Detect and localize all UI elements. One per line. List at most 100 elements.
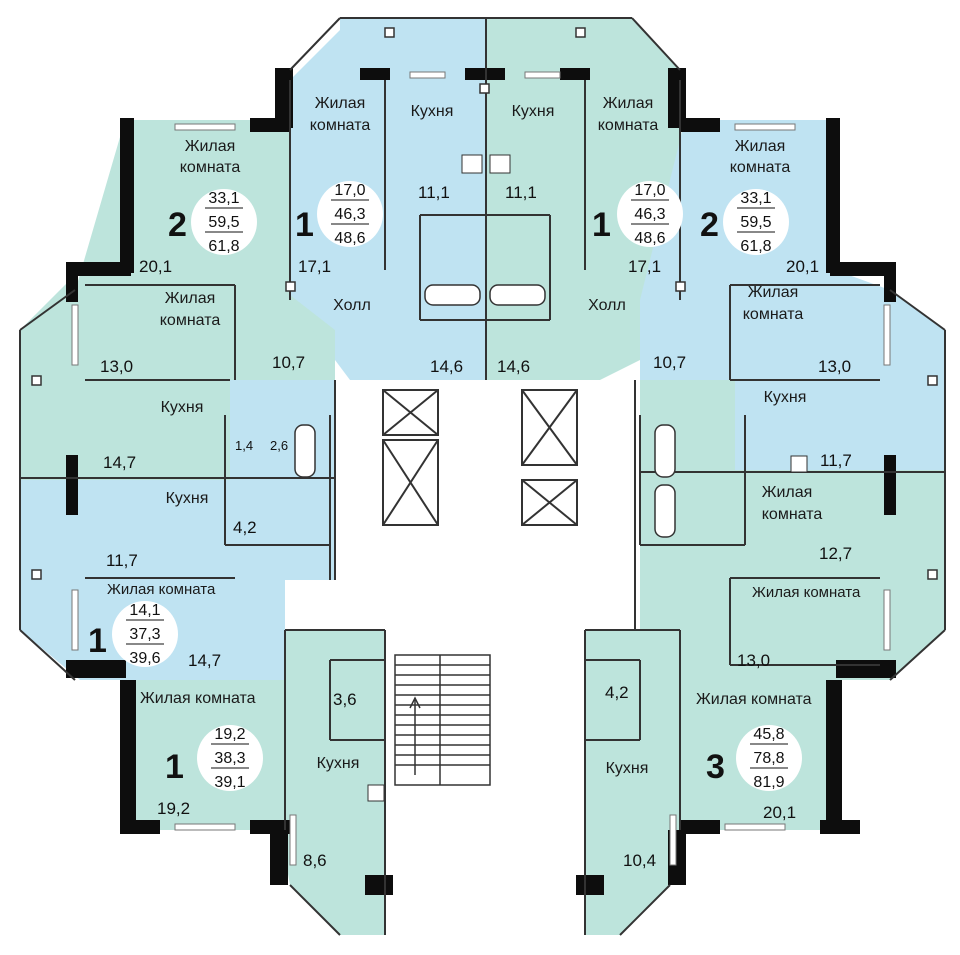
label-living-rm-1: Жилая <box>762 484 813 501</box>
area-4-2-r: 4,2 <box>605 683 629 702</box>
area-badge-top-left: 33,1 59,5 61,8 <box>191 189 257 255</box>
badge-top-left-living: 33,1 <box>208 190 239 207</box>
apt-bottom-right-rooms: 3 <box>706 748 725 786</box>
area-14-6-r: 14,6 <box>497 357 530 376</box>
area-1-4: 1,4 <box>235 438 253 453</box>
badge-top-left-full: 61,8 <box>208 238 239 255</box>
stair-area <box>385 630 585 935</box>
area-11-7-l: 11,7 <box>106 551 138 570</box>
area-20-1-br: 20,1 <box>763 803 796 822</box>
label-kitchen-lm: Кухня <box>166 490 209 507</box>
label-living-bl: Жилая комната <box>140 690 256 707</box>
label-kitchen-bl: Кухня <box>317 755 360 772</box>
label-living-l2-1: Жилая <box>165 290 216 307</box>
area-20-1-tl: 20,1 <box>139 257 172 276</box>
label-kitchen-r: Кухня <box>764 389 807 406</box>
apt-left-mid-rooms: 1 <box>88 622 107 660</box>
label-hall-l: Холл <box>333 297 371 314</box>
label-kitchen-br: Кухня <box>606 760 649 777</box>
badge-bottom-left-full: 39,1 <box>214 774 245 791</box>
vent-markers <box>31 27 938 580</box>
area-17-1-l: 17,1 <box>298 257 331 276</box>
badge-left-mid-full: 39,6 <box>129 650 160 667</box>
area-badge-top-center-right: 17,0 46,3 48,6 <box>617 181 683 247</box>
badge-tcl-living: 17,0 <box>334 182 365 199</box>
area-11-1-r: 11,1 <box>505 183 537 202</box>
apt-top-left-rooms: 2 <box>168 206 187 244</box>
label-living-tcl-2: комната <box>310 117 371 134</box>
area-17-1-r: 17,1 <box>628 257 661 276</box>
badge-bottom-left-living: 19,2 <box>214 726 245 743</box>
badge-top-right-full: 61,8 <box>740 238 771 255</box>
label-kitchen-tcl: Кухня <box>411 103 454 120</box>
badge-tcl-full: 48,6 <box>334 230 365 247</box>
label-living-lm: Жилая комната <box>107 581 216 598</box>
badge-top-right-living: 33,1 <box>740 190 771 207</box>
area-11-1-l: 11,1 <box>418 183 450 202</box>
label-living-tl-2: комната <box>180 159 241 176</box>
badge-top-right-total: 59,5 <box>740 214 771 231</box>
area-12-7-r: 12,7 <box>819 544 852 563</box>
interior-walls <box>19 17 946 936</box>
area-10-7-r: 10,7 <box>653 353 686 372</box>
area-2-6: 2,6 <box>270 438 288 453</box>
apt-top-center-left-rooms: 1 <box>295 206 314 244</box>
label-living-r2-1: Жилая <box>748 284 799 301</box>
badge-tcl-total: 46,3 <box>334 206 365 223</box>
bathtubs <box>294 284 676 538</box>
area-19-2: 19,2 <box>157 799 190 818</box>
corridor-left-fill <box>230 380 335 580</box>
label-living-tcr-1: Жилая <box>603 95 654 112</box>
badge-tcr-total: 46,3 <box>634 206 665 223</box>
area-badge-bottom-left: 19,2 38,3 39,1 <box>197 725 263 791</box>
badge-bottom-left-total: 38,3 <box>214 750 245 767</box>
area-14-7-l2: 14,7 <box>188 651 221 670</box>
apt-left-mid-fill <box>20 480 330 680</box>
badge-left-mid-total: 37,3 <box>129 626 160 643</box>
area-10-4: 10,4 <box>623 851 656 870</box>
apt-top-center-right-rooms: 1 <box>592 206 611 244</box>
windows <box>71 71 891 866</box>
badge-tcr-living: 17,0 <box>634 182 665 199</box>
apt-bottom-right-fill <box>585 580 835 935</box>
label-living-tr-1: Жилая <box>735 138 786 155</box>
label-living-rm-2: комната <box>762 506 823 523</box>
area-3-6: 3,6 <box>333 690 357 709</box>
area-13-0-r: 13,0 <box>818 357 851 376</box>
apt-bottom-left-rooms: 1 <box>165 748 184 786</box>
label-living-tr-2: комната <box>730 159 791 176</box>
area-13-0-l: 13,0 <box>100 357 133 376</box>
area-badge-left-mid: 14,1 37,3 39,6 <box>112 601 178 667</box>
label-living-tcr-2: комната <box>598 117 659 134</box>
area-13-0-r2: 13,0 <box>737 651 770 670</box>
staircase <box>394 654 491 786</box>
badge-bottom-right-total: 78,8 <box>753 750 784 767</box>
label-kitchen-l: Кухня <box>161 399 204 416</box>
badge-top-left-total: 59,5 <box>208 214 239 231</box>
area-14-6-l: 14,6 <box>430 357 463 376</box>
area-8-6: 8,6 <box>303 851 327 870</box>
badge-tcr-full: 48,6 <box>634 230 665 247</box>
area-badge-top-center-left: 17,0 46,3 48,6 <box>317 181 383 247</box>
apt-top-right-rooms: 2 <box>700 206 719 244</box>
elevator-shafts <box>382 389 578 526</box>
area-4-2-l: 4,2 <box>233 518 257 537</box>
label-living-tl-1: Жилая <box>185 138 236 155</box>
label-living-r2-2: комната <box>743 306 804 323</box>
lobby-left <box>285 580 385 630</box>
area-11-7-r: 11,7 <box>820 451 852 470</box>
stove-icons <box>367 154 808 802</box>
label-hall-r: Холл <box>588 297 626 314</box>
badge-left-mid-living: 14,1 <box>129 602 160 619</box>
apt-bottom-left-fill <box>125 630 385 935</box>
area-10-7-l: 10,7 <box>272 353 305 372</box>
area-20-1-tr: 20,1 <box>786 257 819 276</box>
label-living-tcl-1: Жилая <box>315 95 366 112</box>
label-living-l2-2: комната <box>160 312 221 329</box>
badge-bottom-right-living: 45,8 <box>753 726 784 743</box>
area-badge-top-right: 33,1 59,5 61,8 <box>723 189 789 255</box>
right-corridor-fill <box>640 380 735 580</box>
label-kitchen-tcr: Кухня <box>512 103 555 120</box>
area-badge-bottom-right: 45,8 78,8 81,9 <box>736 725 802 791</box>
